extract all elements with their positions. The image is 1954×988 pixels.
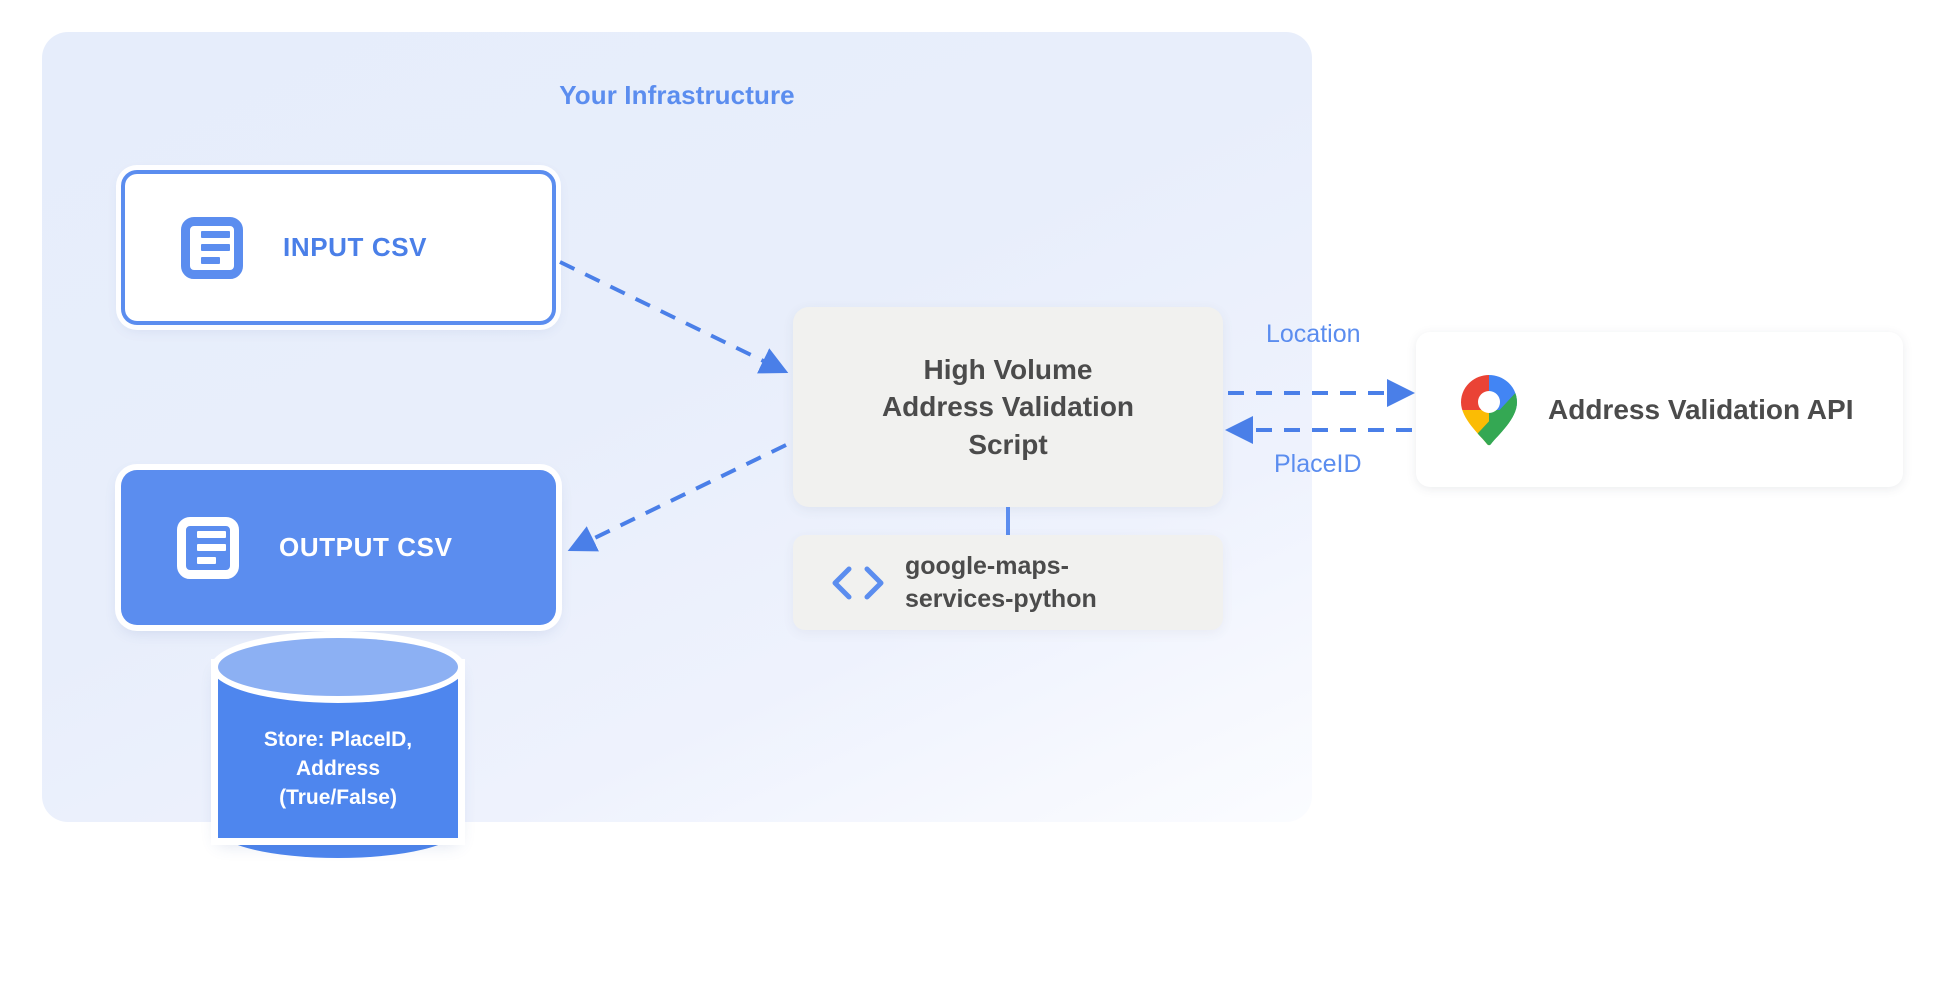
edge-label-location: Location (1266, 320, 1361, 348)
cylinder-top (218, 638, 458, 696)
datastore-line-1: Store: PlaceID, (263, 728, 413, 751)
datastore-label: Store: PlaceID, Address (True/False) (218, 726, 458, 813)
output-csv-node[interactable]: OUTPUT CSV (121, 470, 556, 625)
code-brackets-icon (832, 566, 884, 599)
script-node[interactable]: High Volume Address Validation Script (793, 307, 1223, 507)
infrastructure-title: Your Infrastructure (559, 80, 795, 110)
google-maps-pin-icon (1461, 374, 1517, 445)
api-label: Address Validation API (1548, 393, 1854, 425)
address-validation-api-node[interactable]: Address Validation API (1416, 332, 1903, 487)
datastore-node[interactable]: Store: PlaceID, Address (True/False) (218, 638, 458, 860)
datastore-line-3: (True/False) (279, 785, 397, 809)
script-line-3: Script (968, 428, 1048, 460)
script-title: High Volume Address Validation Script (882, 351, 1134, 463)
library-name: google-maps- services-python (905, 550, 1097, 615)
script-line-2: Address Validation (881, 391, 1135, 423)
script-line-1: High Volume (923, 354, 1093, 386)
output-csv-label: OUTPUT CSV (279, 532, 453, 562)
input-csv-label: INPUT CSV (283, 232, 428, 262)
datastore-line-2: Address (295, 756, 381, 780)
document-icon (177, 516, 239, 579)
library-line-1: google-maps- (905, 552, 1069, 580)
input-csv-node[interactable]: INPUT CSV (121, 170, 556, 325)
edge-label-placeid: PlaceID (1274, 450, 1362, 478)
library-line-2: services-python (905, 584, 1097, 613)
document-icon (181, 216, 243, 279)
script-library-connector (1006, 507, 1010, 535)
library-node[interactable]: google-maps- services-python (793, 535, 1223, 630)
